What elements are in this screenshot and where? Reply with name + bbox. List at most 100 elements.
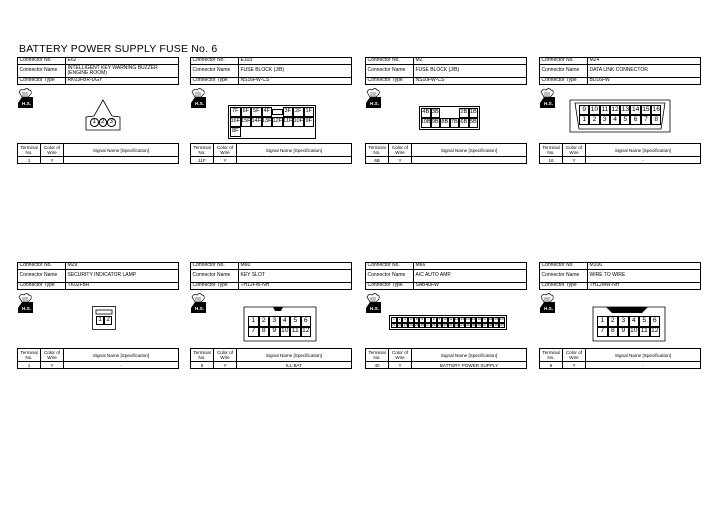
pin-cavity: 40	[499, 322, 505, 329]
connector-type-label: Connector Type	[190, 282, 239, 290]
pin-cavity: 2F	[293, 107, 304, 117]
pin-cavity: 21	[391, 322, 397, 329]
pin-cavity: 6F	[240, 107, 251, 117]
pin-cavity: 2	[258, 316, 269, 327]
color-of-wire-header: Color of Wire	[213, 143, 237, 157]
connector-type-value: TH12FW-NH	[238, 282, 352, 290]
pin-cavity: 10	[628, 326, 639, 337]
pin-cavity: 6	[300, 316, 311, 327]
pin-cavity: 22	[396, 322, 403, 329]
color-of-wire-header: Color of Wire	[388, 348, 412, 362]
connector-no-value: M2	[413, 57, 527, 65]
pin-cavity: 8F	[230, 127, 241, 137]
connector-no-label: Connector No.	[190, 262, 239, 270]
pin-cavity: 37	[482, 322, 488, 329]
pin-cavity: 14	[630, 105, 641, 115]
pin-cavity: 9	[436, 317, 443, 323]
wire-color-value: Y	[562, 361, 586, 369]
connector-no-label: Connector No.	[17, 262, 66, 270]
pin-blank	[272, 109, 283, 115]
hs-label: H.S.	[195, 101, 204, 106]
connector-no-label: Connector No.	[365, 262, 414, 270]
connector-name-label: Connector Name	[365, 269, 414, 283]
connector-housing-outline	[569, 99, 671, 133]
pin-cavity: 17	[482, 317, 488, 323]
connector-name-label: Connector Name	[190, 64, 239, 78]
connector-type-value: BD16FW	[587, 77, 701, 85]
pin-cavity: 3	[107, 118, 116, 127]
pin-cavity: 2B	[459, 108, 469, 118]
connector-housing-outline	[85, 99, 121, 131]
pin-cavity: 29	[436, 322, 443, 329]
connector-no-value: M29	[65, 262, 179, 270]
pin-cavity: 4	[609, 115, 621, 125]
pin-cavity: 18	[487, 317, 494, 323]
pin-cavity: 34	[464, 322, 471, 329]
harness-side-icon: H.S.	[366, 88, 381, 108]
connector-type-label: Connector Type	[17, 282, 66, 290]
color-of-wire-header: Color of Wire	[40, 348, 64, 362]
connector-type-value: NS16FW-CS	[238, 77, 352, 85]
pin-cavity: 26	[419, 322, 426, 329]
signal-name-value: -	[585, 156, 701, 164]
connector-housing-outline	[92, 306, 116, 330]
connector-name-value: WIRE TO WIRE	[587, 269, 701, 283]
signal-name-header: Signal Name [Specification]	[411, 348, 527, 362]
wire-color-value: Y	[40, 361, 64, 369]
pin-cavity: 2	[98, 118, 107, 127]
pin-cavity: 10	[589, 105, 600, 115]
terminal-no-value: 16	[539, 156, 563, 164]
terminal-no-value: 5	[190, 361, 214, 369]
pin-cavity: 23	[402, 322, 409, 329]
harness-side-icon: H.S.	[191, 88, 206, 108]
pin-cavity: 9	[269, 326, 280, 337]
terminal-no-header: Terminal No.	[190, 348, 214, 362]
signal-table: Terminal No. Color of Wire Signal Name […	[539, 143, 701, 164]
pin-cavity: 5B	[468, 118, 478, 128]
signal-name-header: Signal Name [Specification]	[63, 348, 179, 362]
connector-type-label: Connector Type	[190, 77, 239, 85]
signal-table: Terminal No. Color of Wire Signal Name […	[190, 143, 352, 164]
signal-name-header: Signal Name [Specification]	[411, 143, 527, 157]
connector-no-label: Connector No.	[539, 262, 588, 270]
pin-cavity: 1F	[303, 107, 314, 117]
terminal-no-header: Terminal No.	[17, 143, 41, 157]
pin-cavity: 3B	[430, 108, 440, 118]
connector-no-value: M24	[587, 57, 701, 65]
terminal-no-header: Terminal No.	[190, 143, 214, 157]
connector-no-value: M106	[587, 262, 701, 270]
pin-cavity: 16	[651, 105, 662, 115]
pin-cavity: 1	[597, 316, 608, 327]
hs-label: H.S.	[544, 101, 553, 106]
connector-no-label: Connector No.	[190, 57, 239, 65]
terminal-no-value: 5	[539, 361, 563, 369]
signal-name-value: -	[585, 361, 701, 369]
pin-cavity: 10	[279, 326, 290, 337]
connector-no-value: M60	[238, 262, 352, 270]
pin-cavity: 4	[279, 316, 290, 327]
pin-cavity: 5	[620, 115, 631, 125]
connector-name-label: Connector Name	[539, 269, 588, 283]
connector-name-label: Connector Name	[539, 64, 588, 78]
pin-cavity: 15	[470, 317, 477, 323]
pin-cavity: 3	[599, 115, 610, 125]
pin-cavity: 16	[476, 317, 482, 323]
signal-name-value	[63, 156, 179, 164]
pin-cavity: 3	[402, 317, 409, 323]
pin-cavity: 14F	[251, 117, 262, 127]
signal-table: Terminal No. Color of Wire Signal Name […	[365, 143, 527, 164]
pin-cavity: 4	[408, 317, 414, 323]
